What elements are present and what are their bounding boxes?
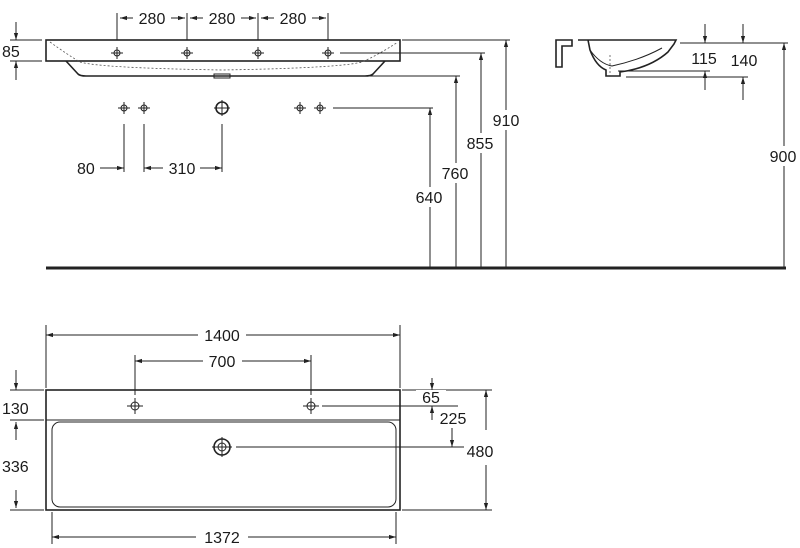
waste-outlet-icon bbox=[212, 437, 232, 457]
dim-label: 1400 bbox=[204, 328, 240, 345]
waste-outlet-icon bbox=[214, 100, 230, 116]
rim-height-dimension: 85 bbox=[2, 22, 42, 80]
wall-fixtures bbox=[118, 100, 326, 116]
tap-hole-icon bbox=[303, 398, 319, 414]
dim-label: 80 bbox=[77, 161, 95, 178]
supply-point-icon bbox=[314, 102, 326, 114]
basin-width-dimension: 1372 bbox=[51, 512, 397, 547]
dim-label: 855 bbox=[467, 136, 494, 153]
dim-label: 336 bbox=[2, 459, 29, 476]
tap-hole-icon bbox=[111, 47, 123, 59]
dim-label: 1372 bbox=[204, 530, 240, 547]
side-depth-dimensions: 115 140 bbox=[618, 24, 788, 100]
plan-view: 1400 700 130 336 65 bbox=[0, 325, 498, 547]
dim-label: 310 bbox=[169, 161, 196, 178]
tap-hole-icon bbox=[127, 398, 143, 414]
dim-label: 700 bbox=[209, 354, 236, 371]
tap-hole-icon bbox=[252, 47, 264, 59]
overall-width-dimension: 1400 bbox=[45, 325, 401, 388]
supply-point-icon bbox=[118, 102, 130, 114]
dim-label: 900 bbox=[770, 149, 797, 166]
tap-holes-front bbox=[111, 47, 334, 59]
left-depth-dimensions: 130 336 bbox=[0, 370, 44, 511]
dim-label: 65 bbox=[422, 390, 440, 407]
dim-label: 280 bbox=[280, 11, 307, 28]
dim-label: 115 bbox=[691, 51, 717, 68]
tap-hole-icon bbox=[322, 47, 334, 59]
fixture-spacing-dimensions: 80 310 bbox=[77, 124, 223, 178]
dim-label: 910 bbox=[493, 113, 520, 130]
basin-side-profile bbox=[555, 39, 678, 77]
dim-label: 225 bbox=[440, 411, 467, 428]
right-depth-dimensions: 65 225 480 bbox=[236, 378, 498, 511]
basin-front-outline bbox=[45, 39, 401, 79]
supply-point-icon bbox=[138, 102, 150, 114]
front-view: 280 280 280 85 80 310 bbox=[2, 11, 786, 270]
dim-label: 480 bbox=[467, 444, 494, 461]
dim-label: 760 bbox=[442, 166, 469, 183]
dim-label: 280 bbox=[139, 11, 166, 28]
dim-label: 140 bbox=[731, 53, 758, 70]
side-view: 115 140 900 bbox=[555, 24, 800, 268]
tap-hole-icon bbox=[181, 47, 193, 59]
dim-label: 640 bbox=[416, 190, 443, 207]
dim-label: 85 bbox=[2, 44, 20, 61]
height-dimensions: 640 760 855 910 bbox=[232, 39, 523, 268]
side-height-dimension: 900 bbox=[766, 43, 800, 268]
tap-hole-spacing-dimension: 700 bbox=[134, 354, 312, 395]
basin-bowl bbox=[51, 421, 397, 508]
supply-point-icon bbox=[294, 102, 306, 114]
basin-plan-outline bbox=[45, 389, 401, 511]
tap-spacing-dimensions: 280 280 280 bbox=[116, 11, 329, 40]
dim-label: 280 bbox=[209, 11, 236, 28]
dim-label: 130 bbox=[2, 401, 29, 418]
